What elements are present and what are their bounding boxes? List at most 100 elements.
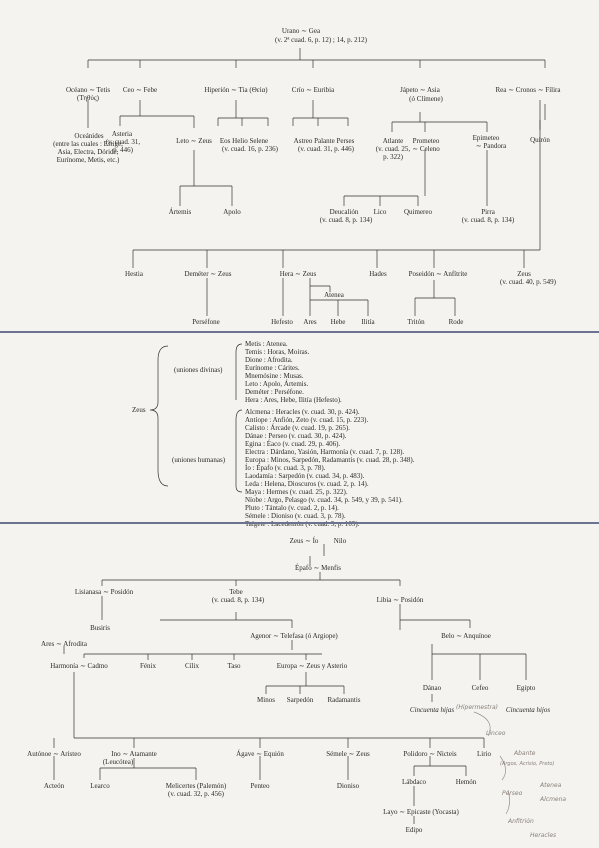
cincuenta-hijos: Cincuenta hijos (505, 706, 551, 714)
apolo: Apolo (223, 208, 241, 216)
tebe: Tebe (229, 588, 243, 596)
divine-union: Dione : Afrodita. (245, 356, 293, 364)
ares-afrodita: Ares ∼ Afrodita (41, 640, 87, 648)
human-union: Alcmena : Heracles (v. cuad. 30, p. 424)… (245, 408, 360, 416)
hestia: Hestia (125, 270, 143, 278)
handwritten-note: Anfitrión (508, 818, 534, 825)
taso: Taso (227, 662, 241, 670)
hiperion-tia: Hiperión ∼ Tia (Θεία) (204, 86, 268, 94)
agave-equion: Ágave ∼ Equión (236, 750, 284, 758)
ilitia: Ilitía (361, 318, 375, 326)
lico: Lico (373, 208, 387, 216)
tebe-ref: (v. cuad. 8, p. 134) (211, 596, 265, 604)
human-unions-label: (uniones humanas) (172, 456, 226, 464)
persefone: Perséfone (192, 318, 220, 326)
rea-cronos-filira: Rea ∼ Cronos ∼ Fílira (495, 86, 561, 94)
pirra-ref: (v. cuad. 8, p. 134) (461, 216, 515, 224)
handwritten-note: Heracles (530, 832, 557, 839)
human-union: Egina : Éaco (v. cuad. 29, p. 406). (245, 440, 341, 448)
melicertes: Melicertes (Palemón) (165, 782, 227, 790)
melicertes-ref: (v. cuad. 32, p. 456) (168, 790, 224, 798)
divine-union: Eurínome : Cárites. (245, 364, 300, 372)
belo-anquinoe: Belo ∼ Anquínoe (441, 632, 491, 640)
nilo: Nilo (333, 537, 347, 545)
ares: Ares (303, 318, 317, 326)
astreo-palante-perses: Astreo Palante Perses (293, 137, 355, 145)
root-reference: (v. 2ª cuad. 6, p. 12) ; 14, p. 212) (275, 36, 367, 44)
busiris: Busiris (90, 624, 110, 632)
edipo: Edipo (405, 826, 423, 834)
human-union: Maya : Hermes (v. cuad. 25, p. 322). (245, 488, 348, 496)
human-union: Dánae : Perseo (v. cuad. 30, p. 424). (245, 432, 347, 440)
handwritten-note: (Hipermestra) (456, 704, 498, 711)
zeus-io: Zeus ∼ Ío (289, 537, 319, 545)
cilix: Cílix (184, 662, 199, 670)
divine-union: Metis : Atenea. (245, 340, 288, 348)
divine-unions-label: (uniones divinas) (174, 366, 223, 374)
handwritten-note: Perseo (502, 790, 523, 797)
harmonia-cadmo: Harmonía ∼ Cadmo (50, 662, 108, 670)
egipto: Egipto (516, 684, 536, 692)
fenix: Fénix (140, 662, 156, 670)
handwritten-note: (Argos, Acrisio, Preto) (500, 761, 555, 767)
asteria-ref-2: p. 446) (113, 146, 133, 154)
leucotea: (Leucótea) (102, 758, 134, 766)
sarpedon: Sarpedón (286, 696, 314, 704)
tetis-greek: (Τηθύς) (77, 94, 99, 102)
lisianasa-posidon: Lisianasa ∼ Posidón (74, 588, 134, 596)
asteria-ref-1: (v. cuad. 31, (105, 138, 141, 146)
atenea: Atenea (324, 291, 344, 299)
hades: Hades (369, 270, 387, 278)
artemis: Ártemis (168, 208, 192, 216)
divine-union: Deméter : Perséfone. (245, 388, 304, 396)
leto-zeus: Leto ∼ Zeus (176, 137, 212, 145)
europa-zeus-asterio: Europa ∼ Zeus y Asterio (276, 662, 348, 670)
human-union: Níobe : Argo, Pelasgo (v. cuad. 34, p. 5… (245, 496, 403, 504)
divine-union: Temis : Horas, Moiras. (245, 348, 310, 356)
human-union: Ío : Épafo (v. cuad. 3, p. 78). (245, 464, 326, 472)
eos-ref: (v. cuad. 16, p. 236) (222, 145, 278, 153)
quimereo: Quimereo (404, 208, 432, 216)
astreo-ref: (v. cuad. 31, p. 446) (298, 145, 354, 153)
deucalion: Deucalión (329, 208, 359, 216)
human-union: Laodamía : Sarpedón (v. cuad. 34, p. 483… (245, 472, 365, 480)
agenor-telefasa: Agenor ∼ Telefasa (ó Argiope) (250, 632, 338, 640)
divine-union: Hera : Ares, Hebe, Ilitía (Hefesto). (245, 396, 342, 404)
hebe: Hebe (330, 318, 346, 326)
demeter-zeus: Deméter ∼ Zeus (184, 270, 232, 278)
zeus-center: Zeus (132, 406, 146, 414)
oceanides-list-1: (entre las cuales : Estige, (53, 140, 123, 148)
handwritten-note: Linceo (486, 730, 506, 737)
polidoro-nicteis: Polidoro ∼ Nicteis (403, 750, 457, 758)
lirio: Lirio (477, 750, 491, 758)
penteo: Penteo (250, 782, 270, 790)
handwritten-note: Abante (514, 750, 536, 757)
semele-zeus: Sémele ∼ Zeus (326, 750, 370, 758)
ino-atamante: Ino ∼ Atamante (111, 750, 157, 758)
hera-zeus: Hera ∼ Zeus (279, 270, 317, 278)
human-union: Taígete : Lacedemón (v. cuad. 5, p. 105)… (245, 520, 360, 528)
atlante-ref-1: (v. cuad. 25, (375, 145, 411, 153)
prometeo: Prometeo (412, 137, 440, 145)
autonoe-aristeo: Autónoe ∼ Aristeo (27, 750, 81, 758)
human-union: Sémele : Dioniso (v. cuad. 3, p. 78). (245, 512, 346, 520)
danao: Dánao (422, 684, 442, 692)
section-divider-2 (0, 522, 599, 524)
oceanides: Oceánides (74, 132, 104, 140)
oceanides-list-3: Eurínome, Metis, etc.) (56, 156, 120, 164)
climene: (ó Clímene) (409, 95, 443, 103)
cefeo: Cefeo (471, 684, 489, 692)
epimeteo: Epimeteo (472, 134, 500, 142)
handwritten-note: Atenea (540, 782, 562, 789)
human-union: Europa : Minos, Sarpedón, Radamantis (v.… (245, 456, 415, 464)
zeus: Zeus (517, 270, 531, 278)
layo-epicaste: Layo ∼ Epicaste (Yocasta) (383, 808, 459, 816)
crio-euribia: Crío ∼ Euribia (291, 86, 335, 94)
root-urano-gea: Urano ∼ Gea (281, 27, 321, 35)
learco: Learco (90, 782, 110, 790)
minos: Minos (257, 696, 275, 704)
acteon: Acteón (43, 782, 65, 790)
hefesto: Hefesto (271, 318, 293, 326)
section-divider-1 (0, 331, 599, 333)
oceano-tetis: Océano ∼ Tetis (65, 86, 111, 94)
